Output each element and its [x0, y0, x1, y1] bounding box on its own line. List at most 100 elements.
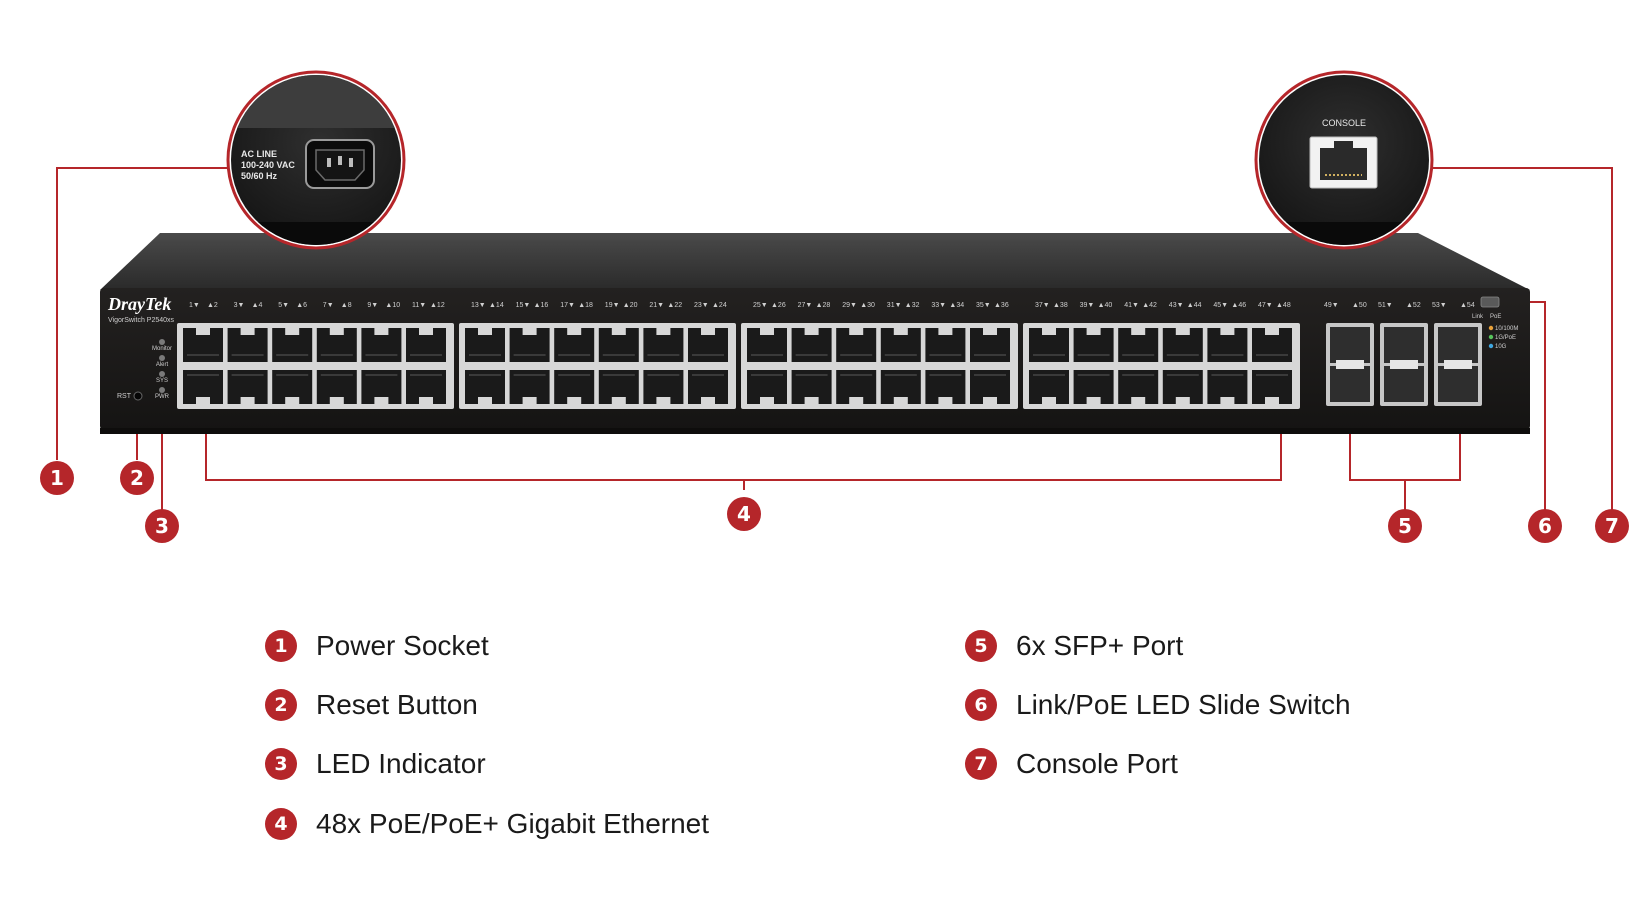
callout-4: 4 — [727, 497, 761, 531]
ethernet-port[interactable] — [836, 370, 877, 404]
ethernet-port[interactable] — [361, 370, 402, 404]
ethernet-port[interactable] — [598, 328, 639, 362]
ethernet-port[interactable] — [509, 328, 550, 362]
ethernet-port[interactable] — [227, 328, 268, 362]
sfp-port-label: 49▼ — [1324, 302, 1339, 309]
ethernet-port[interactable] — [1162, 370, 1203, 404]
port-number-label: ▲16 — [534, 302, 549, 309]
ethernet-port[interactable] — [747, 370, 787, 404]
ethernet-port[interactable] — [406, 370, 446, 404]
ethernet-port[interactable] — [1073, 370, 1114, 404]
ethernet-port[interactable] — [1029, 328, 1069, 362]
ethernet-port[interactable] — [509, 370, 550, 404]
sfp-port-label: 53▼ — [1432, 302, 1447, 309]
ethernet-port[interactable] — [465, 328, 505, 362]
ethernet-port[interactable] — [747, 328, 787, 362]
reset-label: RST — [117, 393, 132, 400]
ethernet-port[interactable] — [316, 328, 357, 362]
reset-button[interactable] — [133, 391, 143, 401]
ethernet-port[interactable] — [688, 328, 728, 362]
ethernet-port[interactable] — [183, 370, 223, 404]
speed-led-dot — [1488, 325, 1494, 331]
sfp-port-label: ▲50 — [1352, 302, 1367, 309]
port-number-label: 1▼ — [189, 302, 200, 309]
ethernet-port[interactable] — [554, 370, 595, 404]
ethernet-port[interactable] — [272, 370, 313, 404]
ethernet-port[interactable] — [1207, 328, 1248, 362]
port-number-label: 41▼ — [1124, 302, 1139, 309]
legend-item-2: 2 Reset Button — [265, 685, 478, 725]
legend-number: 1 — [265, 630, 297, 662]
port-number-label: 7▼ — [323, 302, 334, 309]
sfp-port-label: ▲54 — [1460, 302, 1475, 309]
ethernet-port[interactable] — [227, 370, 268, 404]
ethernet-port[interactable] — [361, 328, 402, 362]
sfp-port[interactable] — [1330, 327, 1370, 363]
port-number-label: 47▼ — [1258, 302, 1273, 309]
sfp-port[interactable] — [1438, 327, 1478, 363]
legend-number: 7 — [965, 748, 997, 780]
ethernet-port[interactable] — [791, 328, 832, 362]
port-number-label: ▲46 — [1231, 302, 1246, 309]
ethernet-port[interactable] — [183, 328, 223, 362]
callout-5: 5 — [1388, 509, 1422, 543]
link-poe-slide-switch[interactable] — [1480, 296, 1500, 308]
port-number-label: 25▼ — [753, 302, 768, 309]
ethernet-port[interactable] — [1118, 370, 1159, 404]
sfp-port[interactable] — [1438, 366, 1478, 402]
speed-legend-label: 10G — [1495, 344, 1507, 350]
sfp-cage — [1326, 323, 1374, 406]
ethernet-port[interactable] — [688, 370, 728, 404]
legend-label: 6x SFP+ Port — [1016, 630, 1184, 661]
sfp-port[interactable] — [1384, 366, 1424, 402]
ethernet-port[interactable] — [970, 328, 1010, 362]
ethernet-port[interactable] — [1252, 328, 1292, 362]
legend-item-1: 1 Power Socket — [265, 626, 489, 666]
leader-lines — [56, 167, 1613, 510]
speed-legend-label: 10/100M — [1495, 326, 1518, 332]
callout-6: 6 — [1528, 509, 1562, 543]
ethernet-port[interactable] — [316, 370, 357, 404]
callout-2: 2 — [120, 461, 154, 495]
ethernet-port[interactable] — [1118, 328, 1159, 362]
callout-7: 7 — [1595, 509, 1629, 543]
port-number-label: ▲12 — [430, 302, 445, 309]
ethernet-port[interactable] — [880, 328, 921, 362]
port-number-label: 37▼ — [1035, 302, 1050, 309]
ethernet-port[interactable] — [791, 370, 832, 404]
ethernet-port[interactable] — [272, 328, 313, 362]
port-number-label: ▲44 — [1187, 302, 1202, 309]
ethernet-port[interactable] — [598, 370, 639, 404]
sfp-port[interactable] — [1384, 327, 1424, 363]
ethernet-port[interactable] — [970, 370, 1010, 404]
ethernet-port[interactable] — [554, 328, 595, 362]
ethernet-port[interactable] — [1029, 370, 1069, 404]
ethernet-port[interactable] — [1162, 328, 1203, 362]
legend-label: 48x PoE/PoE+ Gigabit Ethernet — [316, 808, 710, 839]
ethernet-port[interactable] — [1073, 328, 1114, 362]
port-number-label: ▲26 — [771, 302, 786, 309]
switch-label-poe: PoE — [1490, 314, 1501, 320]
speed-led-dot — [1488, 334, 1494, 340]
sfp-cage — [1380, 323, 1428, 406]
ethernet-port[interactable] — [1252, 370, 1292, 404]
ethernet-port[interactable] — [925, 328, 966, 362]
ethernet-port[interactable] — [925, 370, 966, 404]
port-number-label: 33▼ — [931, 302, 946, 309]
port-number-label: 11▼ — [412, 302, 426, 309]
port-number-label: ▲20 — [623, 302, 638, 309]
ethernet-port[interactable] — [465, 370, 505, 404]
legend-item-3: 3 LED Indicator — [265, 744, 486, 784]
ethernet-port[interactable] — [643, 328, 684, 362]
sfp-port[interactable] — [1330, 366, 1370, 402]
ethernet-port[interactable] — [406, 328, 446, 362]
ethernet-port[interactable] — [836, 328, 877, 362]
legend-number: 3 — [265, 748, 297, 780]
legend-item-7: 7 Console Port — [965, 744, 1178, 784]
ethernet-port[interactable] — [880, 370, 921, 404]
ethernet-port[interactable] — [643, 370, 684, 404]
ethernet-port[interactable] — [1207, 370, 1248, 404]
power-spec-line-2: 100-240 VAC — [241, 160, 295, 170]
